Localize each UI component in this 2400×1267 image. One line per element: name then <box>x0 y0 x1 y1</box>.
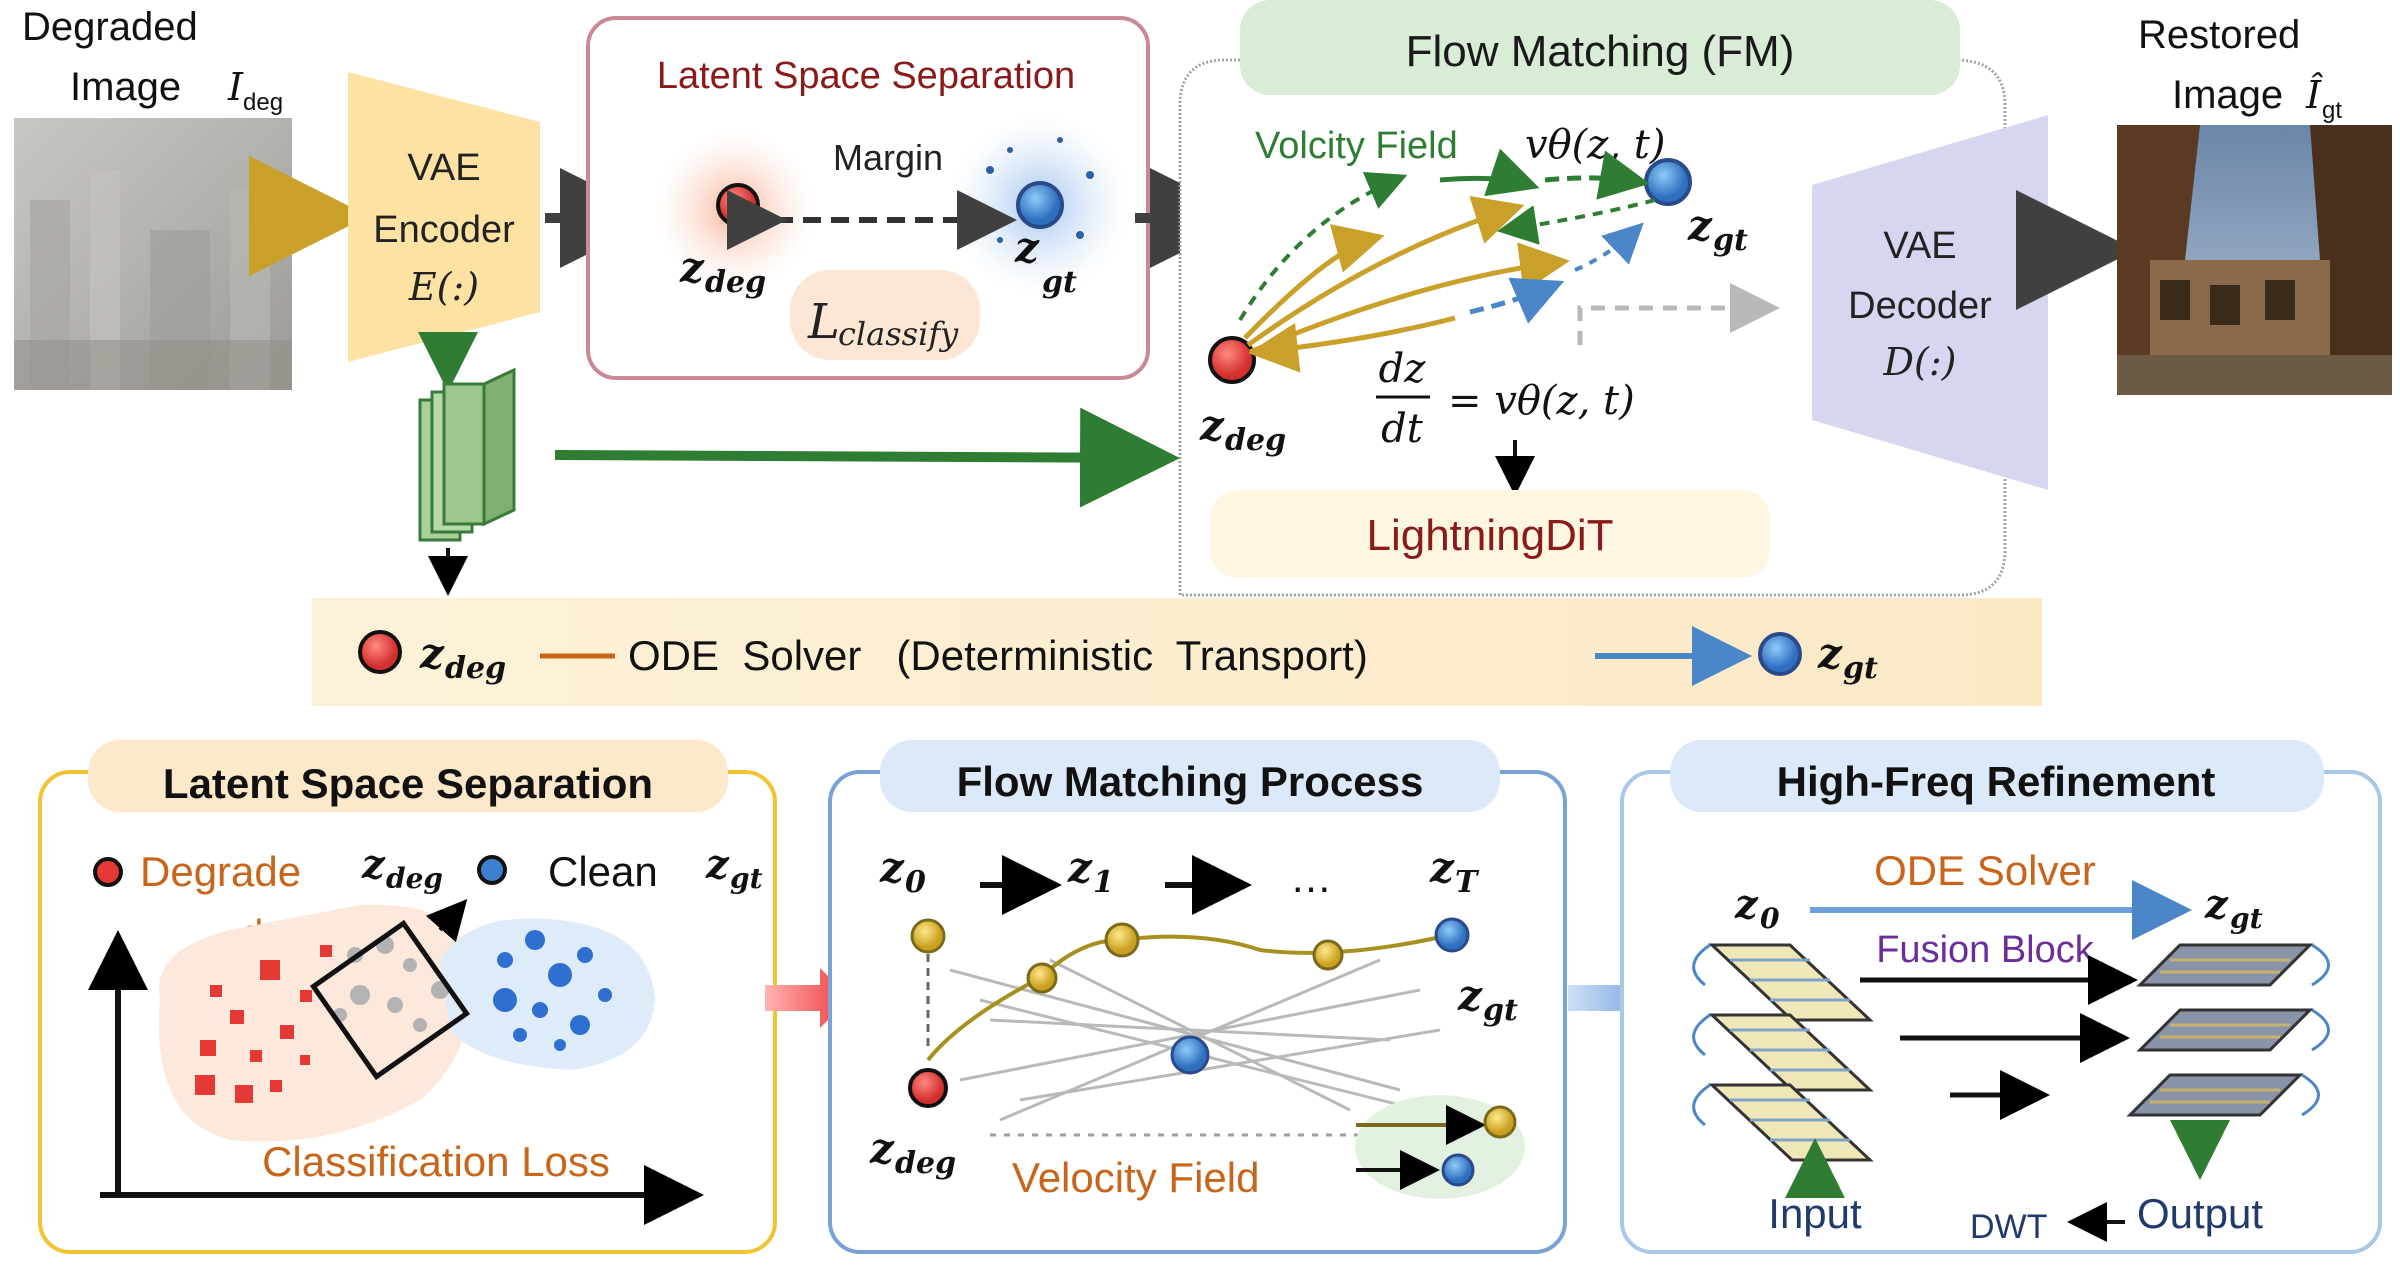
panel-hfr-title-bg <box>1670 740 2324 812</box>
legend-z-gt: z <box>705 841 730 888</box>
fmp-z0-sub: 0 <box>905 865 926 900</box>
l-classify-sub: classify <box>838 315 959 353</box>
vae-encoder <box>348 72 540 362</box>
bar-z-gt-point <box>1758 632 1802 676</box>
hfr-dwt-label: DWT <box>1970 1208 2047 1246</box>
ode-solver-bar <box>312 598 2042 706</box>
fmp-z-deg-sub: deg <box>895 1146 956 1181</box>
hfr-z0: z <box>1734 881 1759 928</box>
ode-dt: dt <box>1381 406 1424 452</box>
degraded-label: Degraded <box>22 5 198 49</box>
restored-image <box>2117 125 2392 395</box>
hfr-input-label: Input <box>1768 1190 1862 1237</box>
hfr-z0-sub: 0 <box>1760 902 1780 935</box>
legend-degrade: Degrade <box>140 848 301 895</box>
fmp-z1-sub: 1 <box>1093 865 1114 900</box>
degraded-image <box>14 118 292 390</box>
l-classify: L <box>807 294 840 350</box>
fmp-z0: z <box>879 843 905 892</box>
hfr-ode-label: ODE Solver <box>1874 847 2096 894</box>
fm-z-gt-sub: gt <box>1713 223 1748 258</box>
restored-label: Restored <box>2138 13 2300 57</box>
hfr-z-gt-sub: gt <box>2230 902 2263 935</box>
encoder-math: E(:) <box>408 265 479 309</box>
ode-rhs: = vθ(z, t) <box>1448 378 1635 424</box>
z-deg-label: z <box>679 243 705 292</box>
lss-title: Latent Space Separation <box>657 55 1075 97</box>
fmp-zT: z <box>1429 843 1455 892</box>
l-classify-bg <box>790 270 980 360</box>
legend-clean-dot <box>477 855 507 885</box>
v-theta-label: vθ(z, t) <box>1525 122 1665 168</box>
legend-z-deg: z <box>361 841 386 888</box>
hfr-z-gt: z <box>2204 881 2229 928</box>
lss-loss-label: Classification Loss <box>262 1138 610 1185</box>
legend-z-deg-sub: deg <box>386 862 443 895</box>
z-deg-point <box>716 183 760 227</box>
fmp-trajectory <box>908 917 1525 1199</box>
fm-flow-field <box>1208 148 1780 384</box>
degraded-symbol: I <box>227 65 244 109</box>
fm-title: Flow Matching (FM) <box>1406 27 1795 76</box>
feature-to-fm-arrow <box>554 407 1180 508</box>
z-gt-label: z <box>1014 223 1040 272</box>
hfr-fusion-label: Fusion Block <box>1876 929 2095 971</box>
panel-fmp-title-bg <box>880 740 1500 812</box>
panel-fmp-title: Flow Matching Process <box>957 758 1424 805</box>
fmp-ellipsis: … <box>1290 854 1332 901</box>
bar-z-deg-label: z <box>419 629 445 678</box>
decoder-line2: Decoder <box>1848 285 1992 327</box>
lightning-label: LightningDiT <box>1366 511 1613 560</box>
z-deg-sub: deg <box>705 265 766 300</box>
fm-z-gt-label: z <box>1687 201 1713 250</box>
lightning-bg <box>1210 490 1770 578</box>
degraded-subscript: deg <box>243 89 283 116</box>
restored-subscript: gt <box>2322 97 2342 124</box>
restored-label-2: Image <box>2172 73 2283 117</box>
hfr-output-label: Output <box>2137 1190 2263 1237</box>
panel-lss-title-bg <box>88 740 728 812</box>
decoder-line1: VAE <box>1883 225 1956 267</box>
vae-decoder <box>1812 115 2048 490</box>
bar-z-deg-sub: deg <box>445 651 506 686</box>
fmp-z1: z <box>1067 843 1093 892</box>
fm-title-bg <box>1240 0 1960 95</box>
velocity-field-label: Volcity Field <box>1255 125 1458 167</box>
bar-ode-label: ODE Solver (Deterministic Transport) <box>628 632 1368 679</box>
bar-z-gt-sub: gt <box>1843 651 1878 686</box>
fm-z-deg-label: z <box>1199 401 1225 450</box>
ode-dz: dz <box>1379 346 1427 392</box>
panel-hfr-title: High-Freq Refinement <box>1777 758 2216 805</box>
fmp-zT-sub: T <box>1455 865 1480 900</box>
legend-z-gt-sub: gt <box>730 862 763 895</box>
feature-maps <box>418 367 516 542</box>
z-gt-point <box>1016 181 1064 229</box>
fm-z-deg-sub: deg <box>1225 423 1286 458</box>
fmp-z-gt-sub: gt <box>1483 993 1518 1028</box>
bar-z-gt-label: z <box>1817 629 1843 678</box>
bar-z-deg-point <box>358 630 402 674</box>
fm-z-deg-point <box>1208 336 1256 384</box>
encoder-line1: VAE <box>407 147 480 189</box>
panel-lss-title: Latent Space Separation <box>163 760 653 807</box>
fm-z-gt-point <box>1644 158 1692 206</box>
decoder-math: D(:) <box>1883 340 1957 384</box>
z-gt-sub: gt <box>1042 265 1077 300</box>
margin-label: Margin <box>833 137 943 178</box>
encoder-line2: Encoder <box>373 209 515 251</box>
legend-clean: Clean <box>548 848 658 895</box>
restored-symbol: Î <box>2305 73 2324 117</box>
lss-scatter <box>158 898 655 1142</box>
fmp-z-gt-label: z <box>1457 971 1483 1020</box>
hfr-output-stack <box>2126 943 2330 1117</box>
fmp-velocity-label: Velocity Field <box>1012 1154 1259 1201</box>
legend-degrade-dot <box>93 857 123 887</box>
fmp-z-deg-label: z <box>869 1124 895 1173</box>
degraded-label-2: Image <box>70 65 181 109</box>
